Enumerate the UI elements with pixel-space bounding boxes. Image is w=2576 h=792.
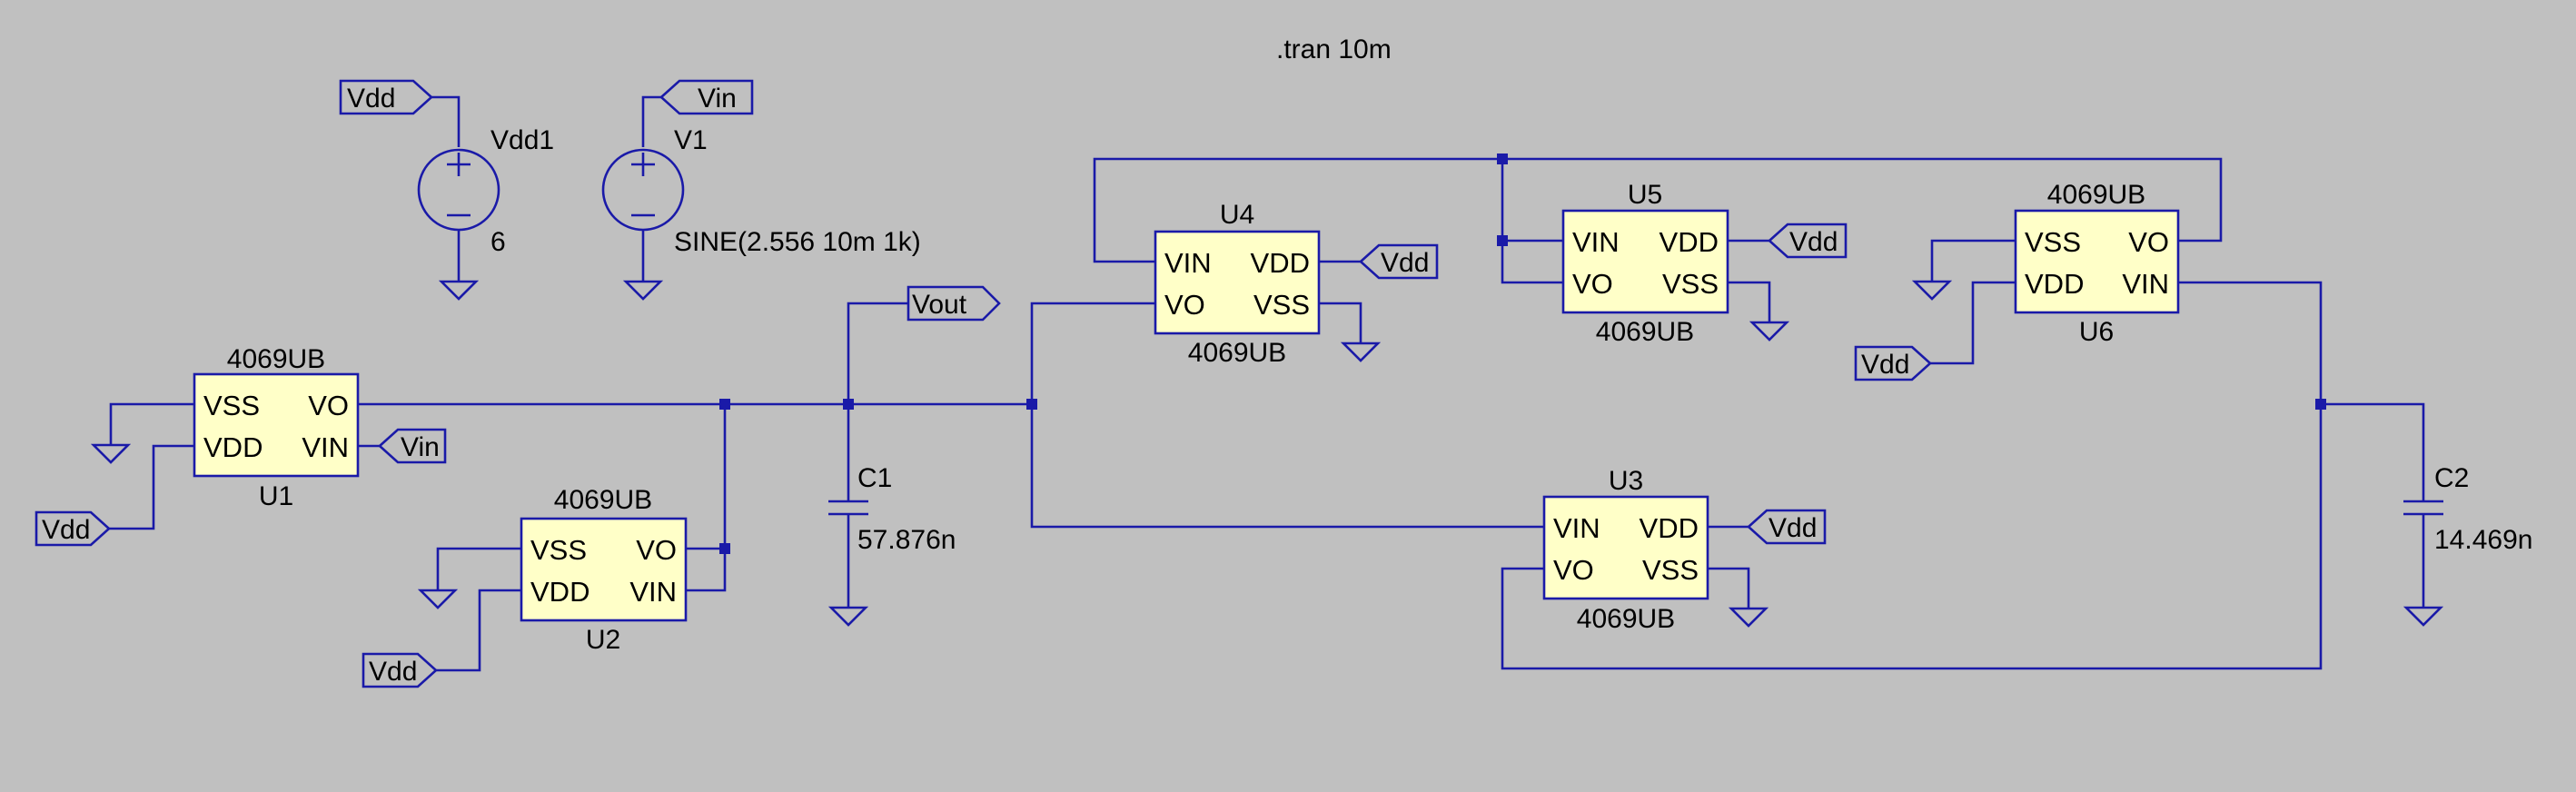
svg-text:Vdd: Vdd (347, 84, 395, 114)
ground-icon (1340, 342, 1382, 362)
ic-u2[interactable]: VSS VO VDD VIN 4069UB U2 (520, 485, 688, 655)
svg-text:VSS: VSS (530, 534, 587, 566)
ground-icon (417, 589, 459, 609)
svg-text:VIN: VIN (1572, 226, 1620, 258)
net-label-vout: Vout (907, 285, 1001, 322)
ground-icon (2403, 606, 2444, 627)
tran-directive[interactable]: .tran 10m (1276, 35, 1392, 64)
svg-text:VDD: VDD (1660, 226, 1719, 258)
net-label-vin: Vin (659, 79, 754, 115)
svg-text:VSS: VSS (2025, 226, 2081, 258)
svg-text:VO: VO (2128, 226, 2169, 258)
svg-text:Vdd: Vdd (369, 657, 417, 687)
ic-u5-part: 4069UB (1596, 317, 1694, 347)
grounds (90, 280, 2444, 628)
svg-text:VO: VO (636, 534, 677, 566)
ic-u3-ref: U3 (1609, 466, 1643, 496)
svg-text:VO: VO (1164, 289, 1205, 321)
net-label-vdd: Vdd (1768, 223, 1848, 259)
svg-text:Vdd: Vdd (1789, 227, 1838, 257)
ground-icon (438, 280, 480, 301)
capacitor-c1[interactable]: C1 57.876n (828, 463, 956, 555)
svg-text:Vin: Vin (401, 432, 440, 462)
net-label-vdd: Vdd (339, 79, 433, 115)
svg-text:Vdd: Vdd (1769, 513, 1817, 543)
source-v1-value: SINE(2.556 10m 1k) (674, 227, 921, 257)
svg-text:Vdd: Vdd (1861, 350, 1909, 380)
ic-u3-part: 4069UB (1577, 604, 1675, 634)
ic-u4-ref: U4 (1220, 200, 1254, 230)
capacitor-c1-ref: C1 (857, 463, 892, 493)
ic-u5-ref: U5 (1628, 180, 1662, 210)
capacitor-c2-ref: C2 (2434, 463, 2469, 493)
net-label-vdd: Vdd (35, 510, 111, 547)
source-vdd1-name: Vdd1 (490, 125, 554, 155)
capacitor-c2[interactable]: C2 14.469n (2403, 463, 2532, 555)
ground-icon (1728, 607, 1769, 628)
svg-text:VSS: VSS (1662, 268, 1719, 300)
svg-text:VIN: VIN (629, 576, 677, 608)
svg-text:VO: VO (308, 390, 349, 421)
net-label-vdd: Vdd (1359, 243, 1439, 280)
svg-text:VSS: VSS (1642, 554, 1699, 586)
ic-u1[interactable]: VSS VO VDD VIN 4069UB U1 (193, 344, 360, 511)
ic-u1-part: 4069UB (227, 344, 325, 374)
svg-text:Vdd: Vdd (42, 515, 90, 545)
capacitor-c2-value: 14.469n (2434, 525, 2532, 555)
svg-text:VSS: VSS (1253, 289, 1310, 321)
ground-icon (1749, 321, 1790, 342)
net-label-vin: Vin (378, 428, 447, 464)
ground-icon (90, 443, 132, 464)
svg-text:VDD: VDD (203, 431, 263, 463)
ic-u2-ref: U2 (586, 625, 620, 655)
ic-u6-part: 4069UB (2047, 180, 2145, 210)
ic-u4-part: 4069UB (1188, 338, 1286, 368)
svg-text:VSS: VSS (203, 390, 260, 421)
svg-text:VO: VO (1572, 268, 1613, 300)
net-label-vdd: Vdd (1747, 509, 1827, 545)
svg-text:VO: VO (1553, 554, 1594, 586)
source-vdd1-value: 6 (490, 227, 506, 257)
ground-icon (827, 606, 869, 627)
ic-u1-ref: U1 (259, 481, 293, 511)
svg-text:VDD: VDD (1251, 247, 1310, 279)
svg-text:Vin: Vin (698, 84, 737, 114)
ground-icon (622, 280, 664, 301)
svg-text:Vdd: Vdd (1381, 248, 1429, 278)
svg-text:VIN: VIN (1553, 512, 1600, 544)
svg-text:Vout: Vout (912, 290, 967, 320)
ic-u3[interactable]: VIN VDD VO VSS U3 4069UB (1542, 466, 1709, 634)
net-label-vdd: Vdd (1854, 345, 1932, 381)
svg-text:VIN: VIN (2122, 268, 2169, 300)
source-v1[interactable]: Vin V1 SINE(2.556 10m 1k) (601, 79, 921, 301)
ic-u6[interactable]: VSS VO VDD VIN 4069UB U6 (2014, 180, 2180, 347)
svg-text:VIN: VIN (1164, 247, 1212, 279)
svg-text:VDD: VDD (1640, 512, 1699, 544)
ic-u2-part: 4069UB (554, 485, 652, 515)
ic-u4[interactable]: VIN VDD VO VSS U4 4069UB (1154, 200, 1321, 368)
svg-text:VDD: VDD (2025, 268, 2084, 300)
ground-icon (1911, 280, 1953, 301)
wires (109, 157, 2425, 672)
svg-text:VIN: VIN (302, 431, 349, 463)
ic-u5[interactable]: VIN VDD VO VSS U5 4069UB (1561, 180, 1729, 347)
net-label-vdd: Vdd (362, 652, 438, 688)
source-vdd1[interactable]: Vdd Vdd1 6 (339, 79, 554, 301)
capacitor-c1-value: 57.876n (857, 525, 956, 555)
svg-text:VDD: VDD (530, 576, 590, 608)
source-v1-name: V1 (674, 125, 708, 155)
ic-u6-ref: U6 (2079, 317, 2114, 347)
junctions (719, 153, 2326, 554)
